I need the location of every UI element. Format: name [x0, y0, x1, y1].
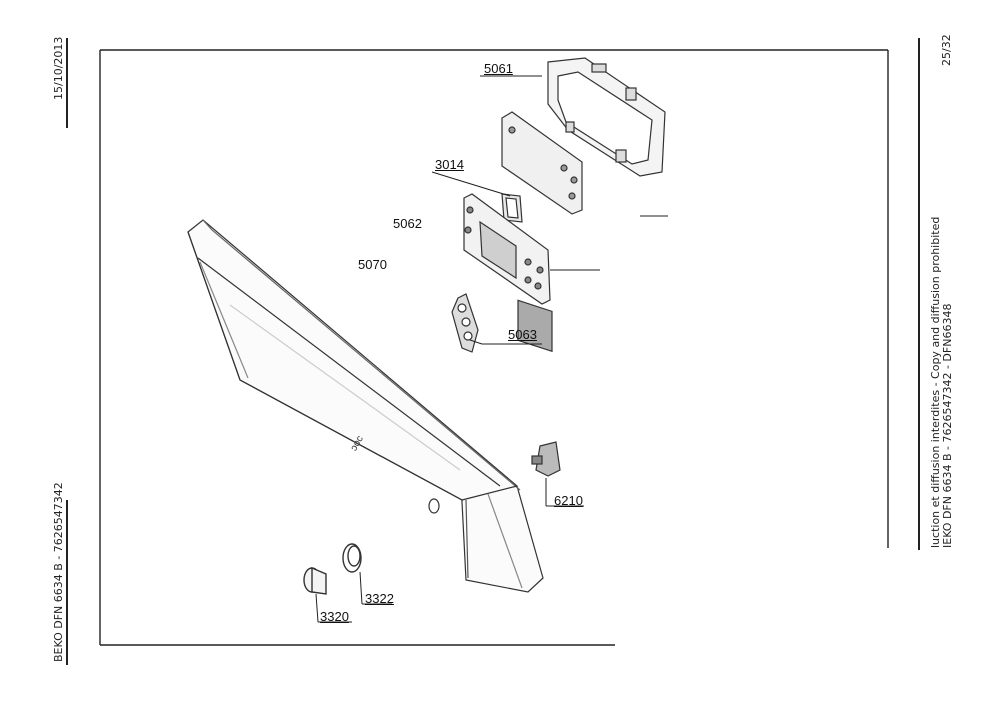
frame-part-5061: [547, 57, 666, 177]
callout-3320: 3320: [320, 609, 349, 624]
callout-5070: 5070: [358, 257, 387, 272]
callout-5062: 5062: [393, 216, 422, 231]
callout-5063: 5063: [508, 327, 537, 342]
drawing-frame: [99, 49, 889, 646]
knob-part-3320: [303, 566, 327, 595]
button-cluster-5063: [451, 293, 479, 353]
callout-3014: 3014: [435, 157, 464, 172]
circuit-board: [501, 111, 583, 353]
control-panel-5070: [187, 219, 544, 593]
left-margin-rule-top: [66, 38, 68, 128]
display-panel-5062: [463, 193, 551, 305]
callout-3322: 3322: [365, 591, 394, 606]
display-lens-3014: [501, 193, 523, 223]
callout-5061: 5061: [484, 61, 513, 76]
ring-part-3322: [342, 543, 362, 573]
switch-part-6210: [531, 441, 561, 477]
left-margin-rule-bottom: [66, 500, 68, 665]
leader-lines: [315, 75, 668, 623]
right-margin-rule: [918, 38, 920, 550]
callout-6210: 6210: [554, 493, 583, 508]
